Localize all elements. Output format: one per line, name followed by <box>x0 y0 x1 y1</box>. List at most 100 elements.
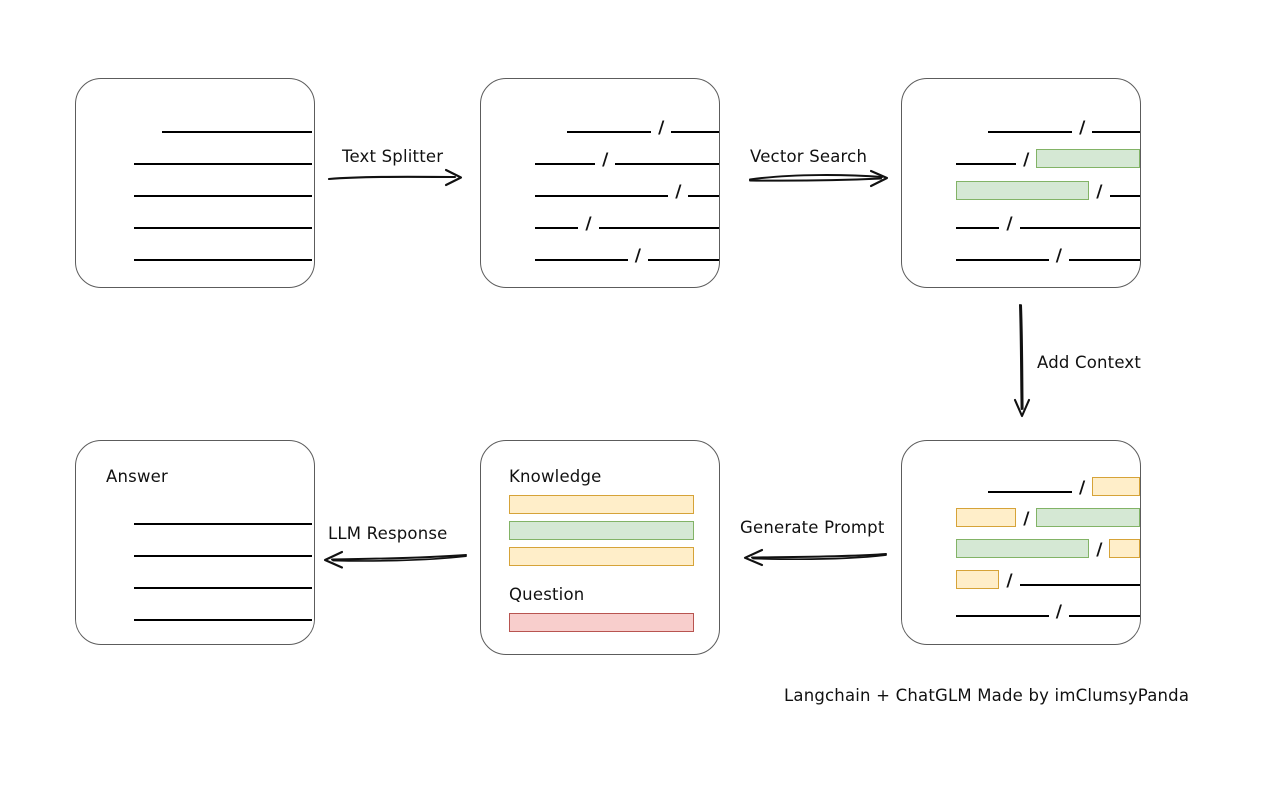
text-line-segment <box>647 259 719 261</box>
highlight-chip-yellow <box>956 507 1017 527</box>
doc-line-row: / <box>902 117 1140 141</box>
doc-line-row: / <box>481 213 719 237</box>
edge-llm-response <box>318 540 468 570</box>
text-line-segment <box>1019 227 1140 229</box>
edge-add-context <box>1008 303 1040 421</box>
doc-line-row: / <box>902 601 1140 625</box>
doc-line-row: / <box>481 117 719 141</box>
chunk-separator: / <box>1023 508 1030 529</box>
text-line-segment <box>1092 131 1140 133</box>
text-line-segment <box>1109 195 1140 197</box>
edge-generate-prompt <box>736 538 888 568</box>
doc-line-row: / <box>481 245 719 269</box>
edge-label-text-splitter: Text Splitter <box>342 147 444 166</box>
text-line-segment <box>1068 615 1140 617</box>
chunk-separator: / <box>1096 181 1103 202</box>
doc-line-row <box>76 155 314 173</box>
knowledge-label: Knowledge <box>509 467 602 486</box>
chunk-separator: / <box>602 149 609 170</box>
doc-line-row <box>76 579 314 597</box>
text-line-segment <box>134 523 312 525</box>
text-line-segment <box>535 259 628 261</box>
doc-line-row: / <box>902 569 1140 594</box>
highlight-chip-yellow <box>956 569 1000 589</box>
doc-line-row <box>76 187 314 205</box>
doc-line-row: / <box>481 181 719 205</box>
prompt-bar-yellow <box>509 495 694 514</box>
context-chunks-lines: ///// <box>902 441 1140 644</box>
doc-line-row: / <box>902 148 1141 173</box>
doc-line-row <box>76 515 314 533</box>
doc-line-row <box>76 547 314 565</box>
text-line-segment <box>1068 259 1140 261</box>
answer-label: Answer <box>106 467 168 486</box>
doc-line-row <box>76 251 314 269</box>
chunk-separator: / <box>1006 570 1013 591</box>
node-source-document[interactable] <box>75 78 315 288</box>
answer-lines <box>76 441 314 644</box>
node-split-chunks[interactable]: / / / / / <box>480 78 720 288</box>
edge-label-add-context: Add Context <box>1037 353 1142 372</box>
text-line-segment <box>535 227 579 229</box>
doc-line-row: / <box>481 149 719 173</box>
node-answer[interactable]: Answer <box>75 440 315 645</box>
text-line-segment <box>134 587 312 589</box>
node-retrieved-chunks[interactable]: / / / / / <box>901 78 1141 288</box>
text-line-segment <box>134 555 312 557</box>
doc-line-row: / <box>902 180 1140 205</box>
text-line-segment <box>615 163 719 165</box>
highlight-chip-green <box>1036 148 1141 168</box>
edge-label-generate-prompt: Generate Prompt <box>740 518 885 537</box>
edge-label-llm-response: LLM Response <box>328 524 448 543</box>
chunk-separator: / <box>1079 117 1086 138</box>
text-line-segment <box>956 227 1000 229</box>
node-prompt[interactable]: Knowledge Question <box>480 440 720 655</box>
text-line-segment <box>956 615 1049 617</box>
chunk-separator: / <box>658 117 665 138</box>
chunk-separator: / <box>675 181 682 202</box>
doc-line-row <box>76 219 314 237</box>
prompt-bar-red <box>509 613 694 632</box>
prompt-bar-yellow <box>509 547 694 566</box>
credit-text: Langchain + ChatGLM Made by imClumsyPand… <box>784 686 1190 705</box>
text-line-segment <box>134 619 312 621</box>
edge-label-vector-search: Vector Search <box>750 147 868 166</box>
text-line-segment <box>956 163 1017 165</box>
chunk-separator: / <box>1006 213 1013 234</box>
text-line-segment <box>598 227 719 229</box>
highlight-chip-yellow <box>1109 538 1140 558</box>
text-line-segment <box>671 131 719 133</box>
source-document-lines <box>76 79 314 287</box>
text-line-segment <box>688 195 719 197</box>
text-line-segment <box>134 227 312 229</box>
highlight-chip-yellow <box>1092 476 1140 496</box>
node-context-chunks[interactable]: ///// <box>901 440 1141 645</box>
text-line-segment <box>1019 584 1140 586</box>
chunk-separator: / <box>585 213 592 234</box>
text-line-segment <box>535 163 596 165</box>
question-label: Question <box>509 585 585 604</box>
doc-line-row: / <box>902 476 1140 501</box>
text-line-segment <box>987 491 1072 493</box>
chunk-separator: / <box>1055 245 1062 266</box>
text-line-segment <box>162 131 312 133</box>
split-chunks-lines: / / / / / <box>481 79 719 287</box>
chunk-separator: / <box>1023 149 1030 170</box>
edge-text-splitter <box>327 160 467 190</box>
chunk-separator: / <box>1079 477 1086 498</box>
text-line-segment <box>134 163 312 165</box>
edge-vector-search <box>748 160 893 190</box>
highlight-chip-green <box>1036 507 1140 527</box>
doc-line-row <box>76 611 314 629</box>
retrieved-chunks-lines: / / / / / <box>902 79 1141 287</box>
doc-line-row: / <box>902 213 1140 237</box>
text-line-segment <box>956 259 1049 261</box>
text-line-segment <box>566 131 652 133</box>
chunk-separator: / <box>1055 601 1062 622</box>
highlight-chip-green <box>955 538 1090 558</box>
highlight-chip-green <box>955 180 1090 200</box>
doc-line-row <box>76 123 314 141</box>
prompt-bar-green <box>509 521 694 540</box>
chunk-separator: / <box>634 245 641 266</box>
